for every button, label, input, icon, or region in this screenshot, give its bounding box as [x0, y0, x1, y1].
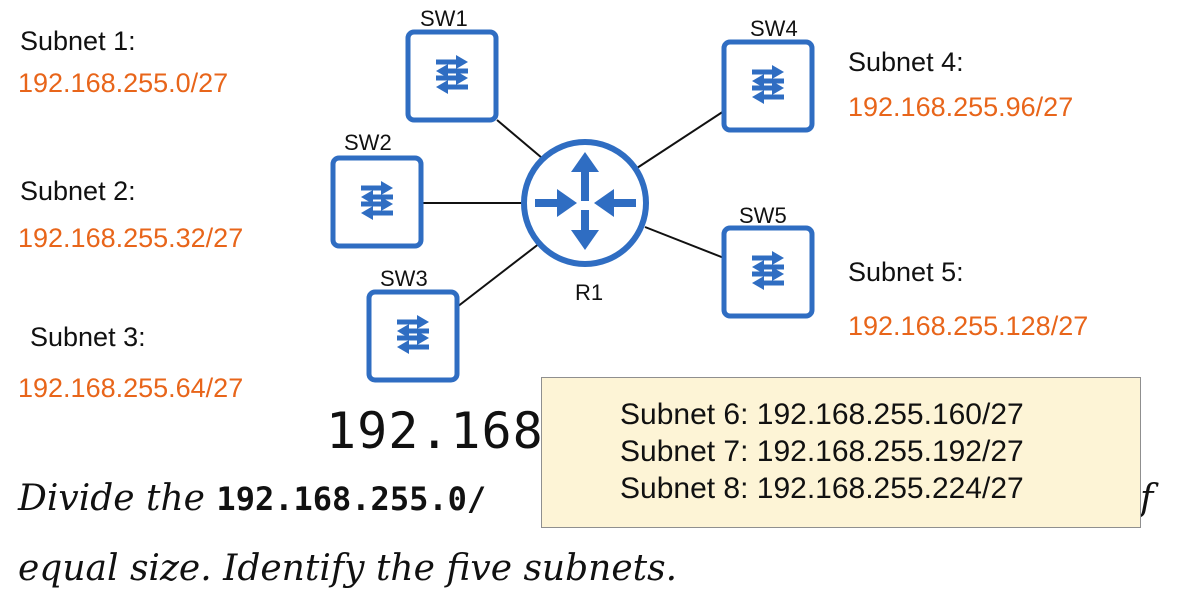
link-r1-sw1: [496, 119, 543, 159]
subnet-3-label: Subnet 3:: [30, 322, 146, 352]
link-r1-sw4: [636, 110, 725, 169]
task-line-1: Divide the 192.168.255.0/: [18, 478, 486, 519]
task-line-2: equal size. Identify the five subnets.: [18, 548, 678, 589]
subnet-2-label: Subnet 2:: [20, 176, 136, 206]
sw5-label: SW5: [739, 203, 787, 228]
sw3-label: SW3: [380, 266, 428, 291]
switch-sw2-icon[interactable]: [330, 155, 424, 249]
r1-label: R1: [575, 280, 604, 305]
subnet-3-address: 192.168.255.64/27: [18, 373, 244, 403]
switch-sw4-icon[interactable]: [721, 39, 815, 133]
subnet-1-address: 192.168.255.0/27: [18, 68, 229, 98]
subnet-4-address: 192.168.255.96/27: [848, 92, 1074, 122]
switch-sw1-icon[interactable]: [405, 29, 499, 123]
link-r1-sw5: [644, 226, 725, 259]
sw2-label: SW2: [344, 130, 392, 155]
answer-subnet-6: Subnet 6: 192.168.255.160/27: [620, 398, 1024, 431]
answer-box: Subnet 6: 192.168.255.160/27 Subnet 7: 1…: [541, 377, 1141, 528]
switch-sw5-icon[interactable]: [721, 225, 815, 319]
subnet-5-address: 192.168.255.128/27: [848, 311, 1089, 341]
task-line-1-suffix: f: [1140, 478, 1154, 519]
subnet-2-address: 192.168.255.32/27: [18, 223, 244, 253]
task-line-1-prefix: Divide the: [18, 478, 217, 519]
subnet-1-label: Subnet 1:: [20, 26, 136, 56]
switch-sw3-icon[interactable]: [366, 289, 460, 383]
sw1-label: SW1: [420, 6, 468, 31]
link-r1-sw3: [456, 242, 541, 308]
answer-subnet-7: Subnet 7: 192.168.255.192/27: [620, 435, 1024, 468]
sw4-label: SW4: [750, 16, 798, 41]
task-network-address: 192.168.255.0/: [216, 480, 487, 518]
answer-subnet-8: Subnet 8: 192.168.255.224/27: [620, 472, 1024, 505]
large-network-address: 192.168: [326, 402, 544, 460]
subnet-5-label: Subnet 5:: [848, 257, 964, 287]
router-r1-icon[interactable]: [521, 139, 649, 267]
subnet-4-label: Subnet 4:: [848, 47, 964, 77]
